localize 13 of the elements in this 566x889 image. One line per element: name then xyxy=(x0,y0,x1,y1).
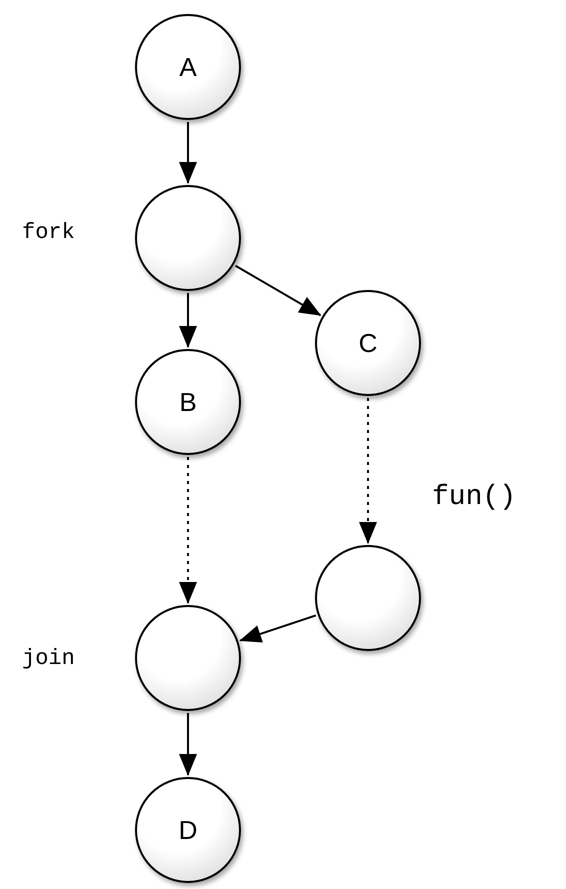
arrow xyxy=(179,713,197,776)
node-label: A xyxy=(179,54,197,80)
arrow xyxy=(239,614,316,642)
arrow xyxy=(179,293,197,348)
node-annotation: fork xyxy=(22,222,75,244)
node-label: D xyxy=(178,817,198,843)
dotted-arrow xyxy=(179,457,197,604)
arrow xyxy=(235,264,322,316)
node-label: C xyxy=(358,330,378,356)
node-label: B xyxy=(179,389,197,415)
arrow xyxy=(179,122,197,184)
dotted-arrow xyxy=(359,398,377,544)
node-annotation: join xyxy=(22,648,75,670)
